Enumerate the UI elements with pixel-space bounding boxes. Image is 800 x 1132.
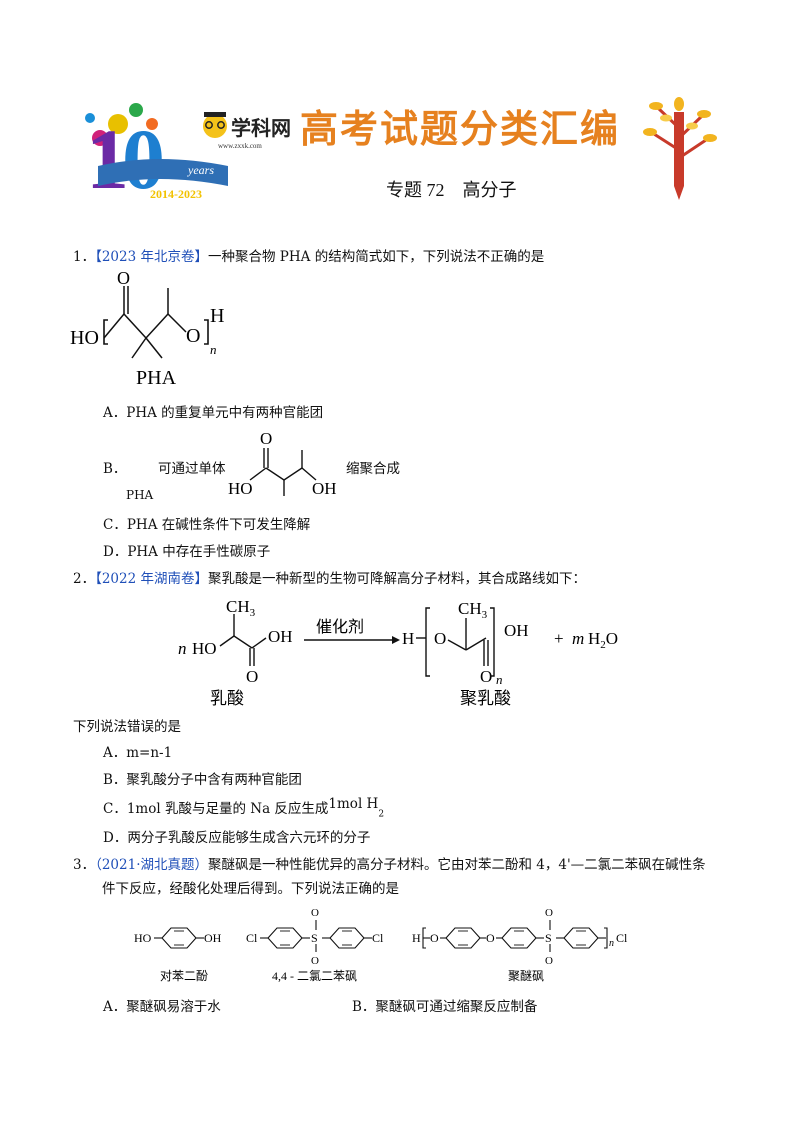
question-source: 【2023 年北京卷】 [95,249,208,265]
q1-option-c[interactable]: C．PHA 在碱性条件下可发生降解 [103,517,311,533]
svg-text:H: H [402,629,414,648]
svg-text:OH: OH [268,627,293,646]
svg-text:O: O [434,629,446,648]
topic-title: 专题 72 高分子 [386,180,517,200]
svg-text:n: n [609,938,614,949]
question-text: 聚醚砜是一种性能优异的高分子材料。它由对苯二酚和 4，4'—二氯二苯砜在碱性条 [208,857,706,873]
svg-text:O: O [117,272,130,288]
svg-text:HO: HO [134,931,152,945]
q1-option-b-post: 缩聚合成 [346,461,400,477]
question-source: （2021·湖北真题） [95,857,208,873]
svg-text:CH3: CH3 [226,597,256,619]
q1-option-a[interactable]: A．PHA 的重复单元中有两种官能团 [103,405,324,421]
svg-text:OH: OH [312,479,337,498]
brand-name: 学科网 [231,116,291,140]
svg-text:O: O [311,907,319,919]
brand-site: www.zxxk.com [218,142,262,150]
svg-text:O: O [486,931,495,945]
lactic-acid-name: 乳酸 [210,689,244,708]
polylactic-scheme: n HO CH3 OH O 乳酸 催化剂 H O CH3 O n OH 聚乳酸 … [178,597,618,708]
svg-text:1: 1 [86,111,129,207]
svg-text:O: O [480,667,492,686]
name-dichlorodiphenylsulfone: 4,4 - 二氯二苯砜 [272,969,357,983]
question-text: 聚乳酸是一种新型的生物可降解高分子材料，其合成路线如下： [208,571,586,587]
question-number: 2． [73,571,96,587]
q1-option-b-text: 可通过单体 [158,461,226,477]
svg-text:催化剂: 催化剂 [316,618,364,636]
series-title: 高考试题分类汇编 [300,109,620,151]
q1-monomer-structure: O HO OH [228,429,337,498]
svg-text:n: n [496,672,503,687]
question-2-stem: 2．【2022 年湖南卷】聚乳酸是一种新型的生物可降解高分子材料，其合成路线如下… [73,570,586,588]
svg-text:O: O [186,325,200,347]
q3-option-a[interactable]: A．聚醚砜易溶于水 [103,999,221,1015]
svg-text:n: n [210,342,217,357]
q2-option-c[interactable]: C．1mol 乳酸与足量的 Na 反应生成1mol H2 [103,796,385,820]
svg-text:H: H [412,931,421,945]
question-number: 1． [73,249,96,265]
q1-option-b[interactable]: B． [103,461,127,477]
svg-text:+: + [554,629,564,648]
svg-text:n: n [178,639,187,658]
svg-text:m: m [572,629,584,648]
anniversary-logo: 1 0 years 2014-2023 [85,103,228,207]
anniv-range: 2014-2023 [150,187,202,201]
svg-text:O: O [311,955,319,967]
header-banner: 1 0 years 2014-2023 学科网 www.zxxk.com 高考试… [85,97,717,207]
q1-option-b-pha: PHA [126,488,154,502]
name-polyethersulfone: 聚醚砜 [508,969,544,983]
question-source: 【2022 年湖南卷】 [95,571,208,587]
svg-text:Cl: Cl [616,931,628,945]
q2-option-b[interactable]: B．聚乳酸分子中含有两种官能团 [103,772,302,788]
svg-text:O: O [260,429,272,448]
q2-lead: 下列说法错误的是 [73,719,181,735]
svg-text:Cl: Cl [246,931,258,945]
pha-caption: PHA [136,367,177,389]
svg-text:HO: HO [228,479,253,498]
brand-logo: 学科网 www.zxxk.com [203,112,291,150]
svg-text:S: S [311,931,318,945]
svg-text:O: O [545,907,553,919]
svg-text:OH: OH [204,931,222,945]
question-3-stem-line2: 件下反应，经酸化处理后得到。下列说法正确的是 [102,881,399,897]
svg-text:H: H [210,305,224,327]
polylactic-acid-name: 聚乳酸 [460,689,511,708]
name-hydroquinone: 对苯二酚 [160,969,208,983]
polyethersulfone-structures: HO OH 对苯二酚 Cl S O O Cl 4,4 - 二氯二苯砜 H O O… [134,907,628,983]
svg-text:S: S [545,931,552,945]
pha-structure: HO O O n H PHA [70,272,224,389]
svg-text:HO: HO [192,639,217,658]
question-1-stem: 1．【2023 年北京卷】一种聚合物 PHA 的结构简式如下，下列说法不正确的是 [73,248,544,266]
question-text: 一种聚合物 PHA 的结构简式如下，下列说法不正确的是 [208,249,545,265]
svg-text:Cl: Cl [372,931,384,945]
question-number: 3． [73,857,96,873]
svg-text:O: O [430,931,439,945]
svg-text:O: O [545,955,553,967]
q2-option-a[interactable]: A．m=n-1 [103,745,173,761]
q3-option-b[interactable]: B．聚醚砜可通过缩聚反应制备 [352,999,538,1015]
q1-option-d[interactable]: D．PHA 中存在手性碳原子 [103,544,271,560]
pencil-tree-icon [643,97,717,200]
svg-text:OH: OH [504,621,529,640]
svg-text:HO: HO [70,327,99,349]
q2-option-d[interactable]: D．两分子乳酸反应能够生成含六元环的分子 [103,830,371,846]
svg-text:0: 0 [122,111,165,207]
svg-text:CH3: CH3 [458,599,488,621]
question-3-stem: 3．（2021·湖北真题）聚醚砜是一种性能优异的高分子材料。它由对苯二酚和 4，… [73,856,706,874]
svg-text:H2O: H2O [588,629,618,651]
anniv-years: years [187,163,214,177]
svg-text:O: O [246,667,258,686]
